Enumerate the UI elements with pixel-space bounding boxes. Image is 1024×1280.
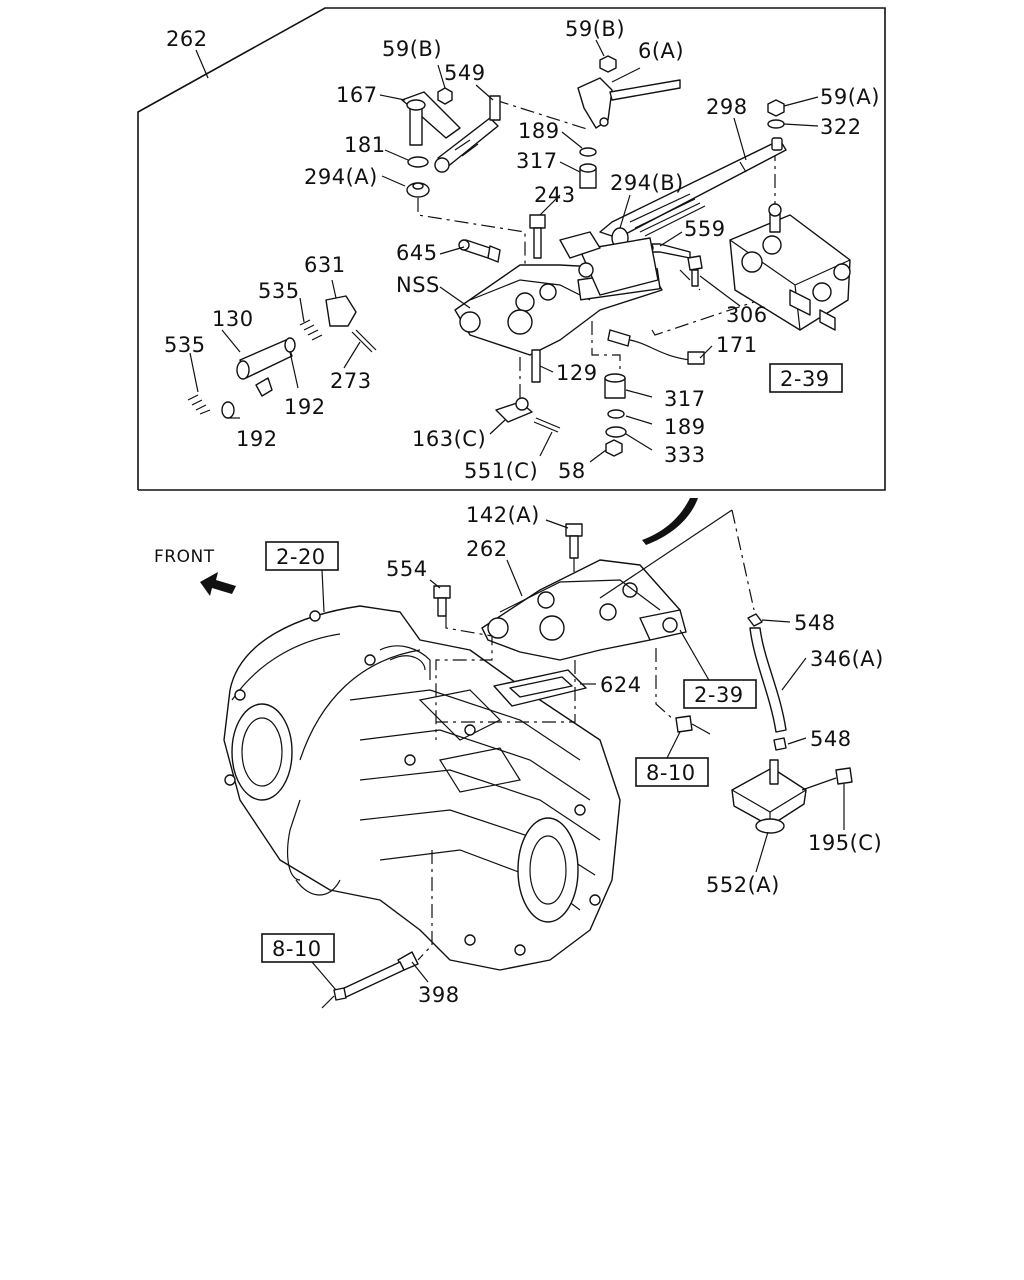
svg-text:2-39: 2-39	[694, 683, 744, 707]
callout-306: 306	[726, 303, 768, 327]
callout-129: 129	[556, 361, 598, 385]
callout-322: 322	[820, 115, 862, 139]
callout-548-b: 548	[810, 727, 852, 751]
callout-298: 298	[706, 95, 748, 119]
bushing-317-top	[579, 147, 597, 189]
ref-box-8-10-left[interactable]: 8-10	[261, 933, 335, 963]
callout-59a: 59(A)	[820, 85, 880, 109]
detail-pointer-arrow	[642, 498, 698, 545]
callout-554: 554	[386, 557, 428, 581]
callout-294a: 294(A)	[304, 165, 378, 189]
callout-130: 130	[212, 307, 254, 331]
callout-189-top: 189	[518, 119, 560, 143]
callout-171: 171	[716, 333, 758, 357]
callout-nss: NSS	[396, 273, 440, 297]
callout-front: FRONT	[154, 547, 215, 567]
svg-text:2-39: 2-39	[780, 367, 830, 391]
callout-59b-right: 59(B)	[565, 17, 625, 41]
front-arrow-icon	[200, 572, 236, 596]
pin-129	[531, 349, 541, 383]
callout-535-a: 535	[258, 279, 300, 303]
callout-195c: 195(C)	[808, 831, 882, 855]
plate-624	[493, 669, 587, 707]
switch-171	[607, 329, 705, 365]
transmission-housing	[223, 605, 621, 971]
callout-192-b: 192	[236, 427, 278, 451]
callout-262-mid: 262	[466, 537, 508, 561]
svg-text:2-20: 2-20	[276, 545, 326, 569]
detail-leaders	[189, 39, 819, 463]
shift-housing-262-main	[481, 559, 687, 661]
callout-346a: 346(A)	[810, 647, 884, 671]
callout-559: 559	[684, 217, 726, 241]
callout-631: 631	[304, 253, 346, 277]
callout-6a: 6(A)	[638, 39, 684, 63]
main-leaders	[311, 519, 845, 991]
callout-163c: 163(C)	[412, 427, 486, 451]
shift-housing-nss	[454, 231, 663, 356]
callout-645: 645	[396, 241, 438, 265]
callout-551c: 551(C)	[464, 459, 538, 483]
sensor-645	[458, 239, 501, 263]
bolt-306	[687, 255, 703, 287]
ref-box-2-39-top[interactable]: 2-39	[769, 363, 843, 393]
callout-192-a: 192	[284, 395, 326, 419]
bracket-6a	[577, 55, 681, 129]
callout-58: 58	[558, 459, 586, 483]
selector-valve-block	[729, 203, 851, 331]
callout-142a: 142(A)	[466, 503, 540, 527]
connector-8-10	[675, 715, 711, 735]
bolt-554	[433, 585, 451, 617]
callout-273: 273	[330, 369, 372, 393]
breather-hose-assembly	[731, 613, 853, 834]
link-rod-549	[434, 95, 501, 173]
washer-181	[406, 156, 430, 198]
callout-317-bot: 317	[664, 387, 706, 411]
callout-262-top: 262	[166, 27, 208, 51]
shift-shaft-298	[599, 99, 787, 239]
callout-549: 549	[444, 61, 486, 85]
callout-294b: 294(B)	[610, 171, 684, 195]
lever-167	[401, 87, 461, 146]
callout-333: 333	[664, 443, 706, 467]
callout-398: 398	[418, 983, 460, 1007]
ref-box-2-20[interactable]: 2-20	[265, 541, 339, 571]
speed-sensor-398	[321, 951, 419, 1009]
callout-181: 181	[344, 133, 386, 157]
ref-box-2-39-mid[interactable]: 2-39	[683, 679, 757, 709]
callout-167: 167	[336, 83, 378, 107]
svg-text:8-10: 8-10	[646, 761, 696, 785]
callout-243: 243	[534, 183, 576, 207]
detent-parts	[187, 295, 377, 419]
callout-535-b: 535	[164, 333, 206, 357]
assembly-lines-main	[417, 509, 755, 961]
callout-59b-left: 59(B)	[382, 37, 442, 61]
bolt-142a	[565, 523, 583, 559]
bolt-243	[529, 214, 546, 259]
svg-text:8-10: 8-10	[272, 937, 322, 961]
lower-detail-parts	[495, 373, 627, 457]
callout-624: 624	[600, 673, 642, 697]
callout-548-a: 548	[794, 611, 836, 635]
callout-189-bot: 189	[664, 415, 706, 439]
ref-box-8-10-right[interactable]: 8-10	[635, 757, 709, 787]
callout-552a: 552(A)	[706, 873, 780, 897]
callout-317-top: 317	[516, 149, 558, 173]
detail-frame	[137, 7, 886, 491]
